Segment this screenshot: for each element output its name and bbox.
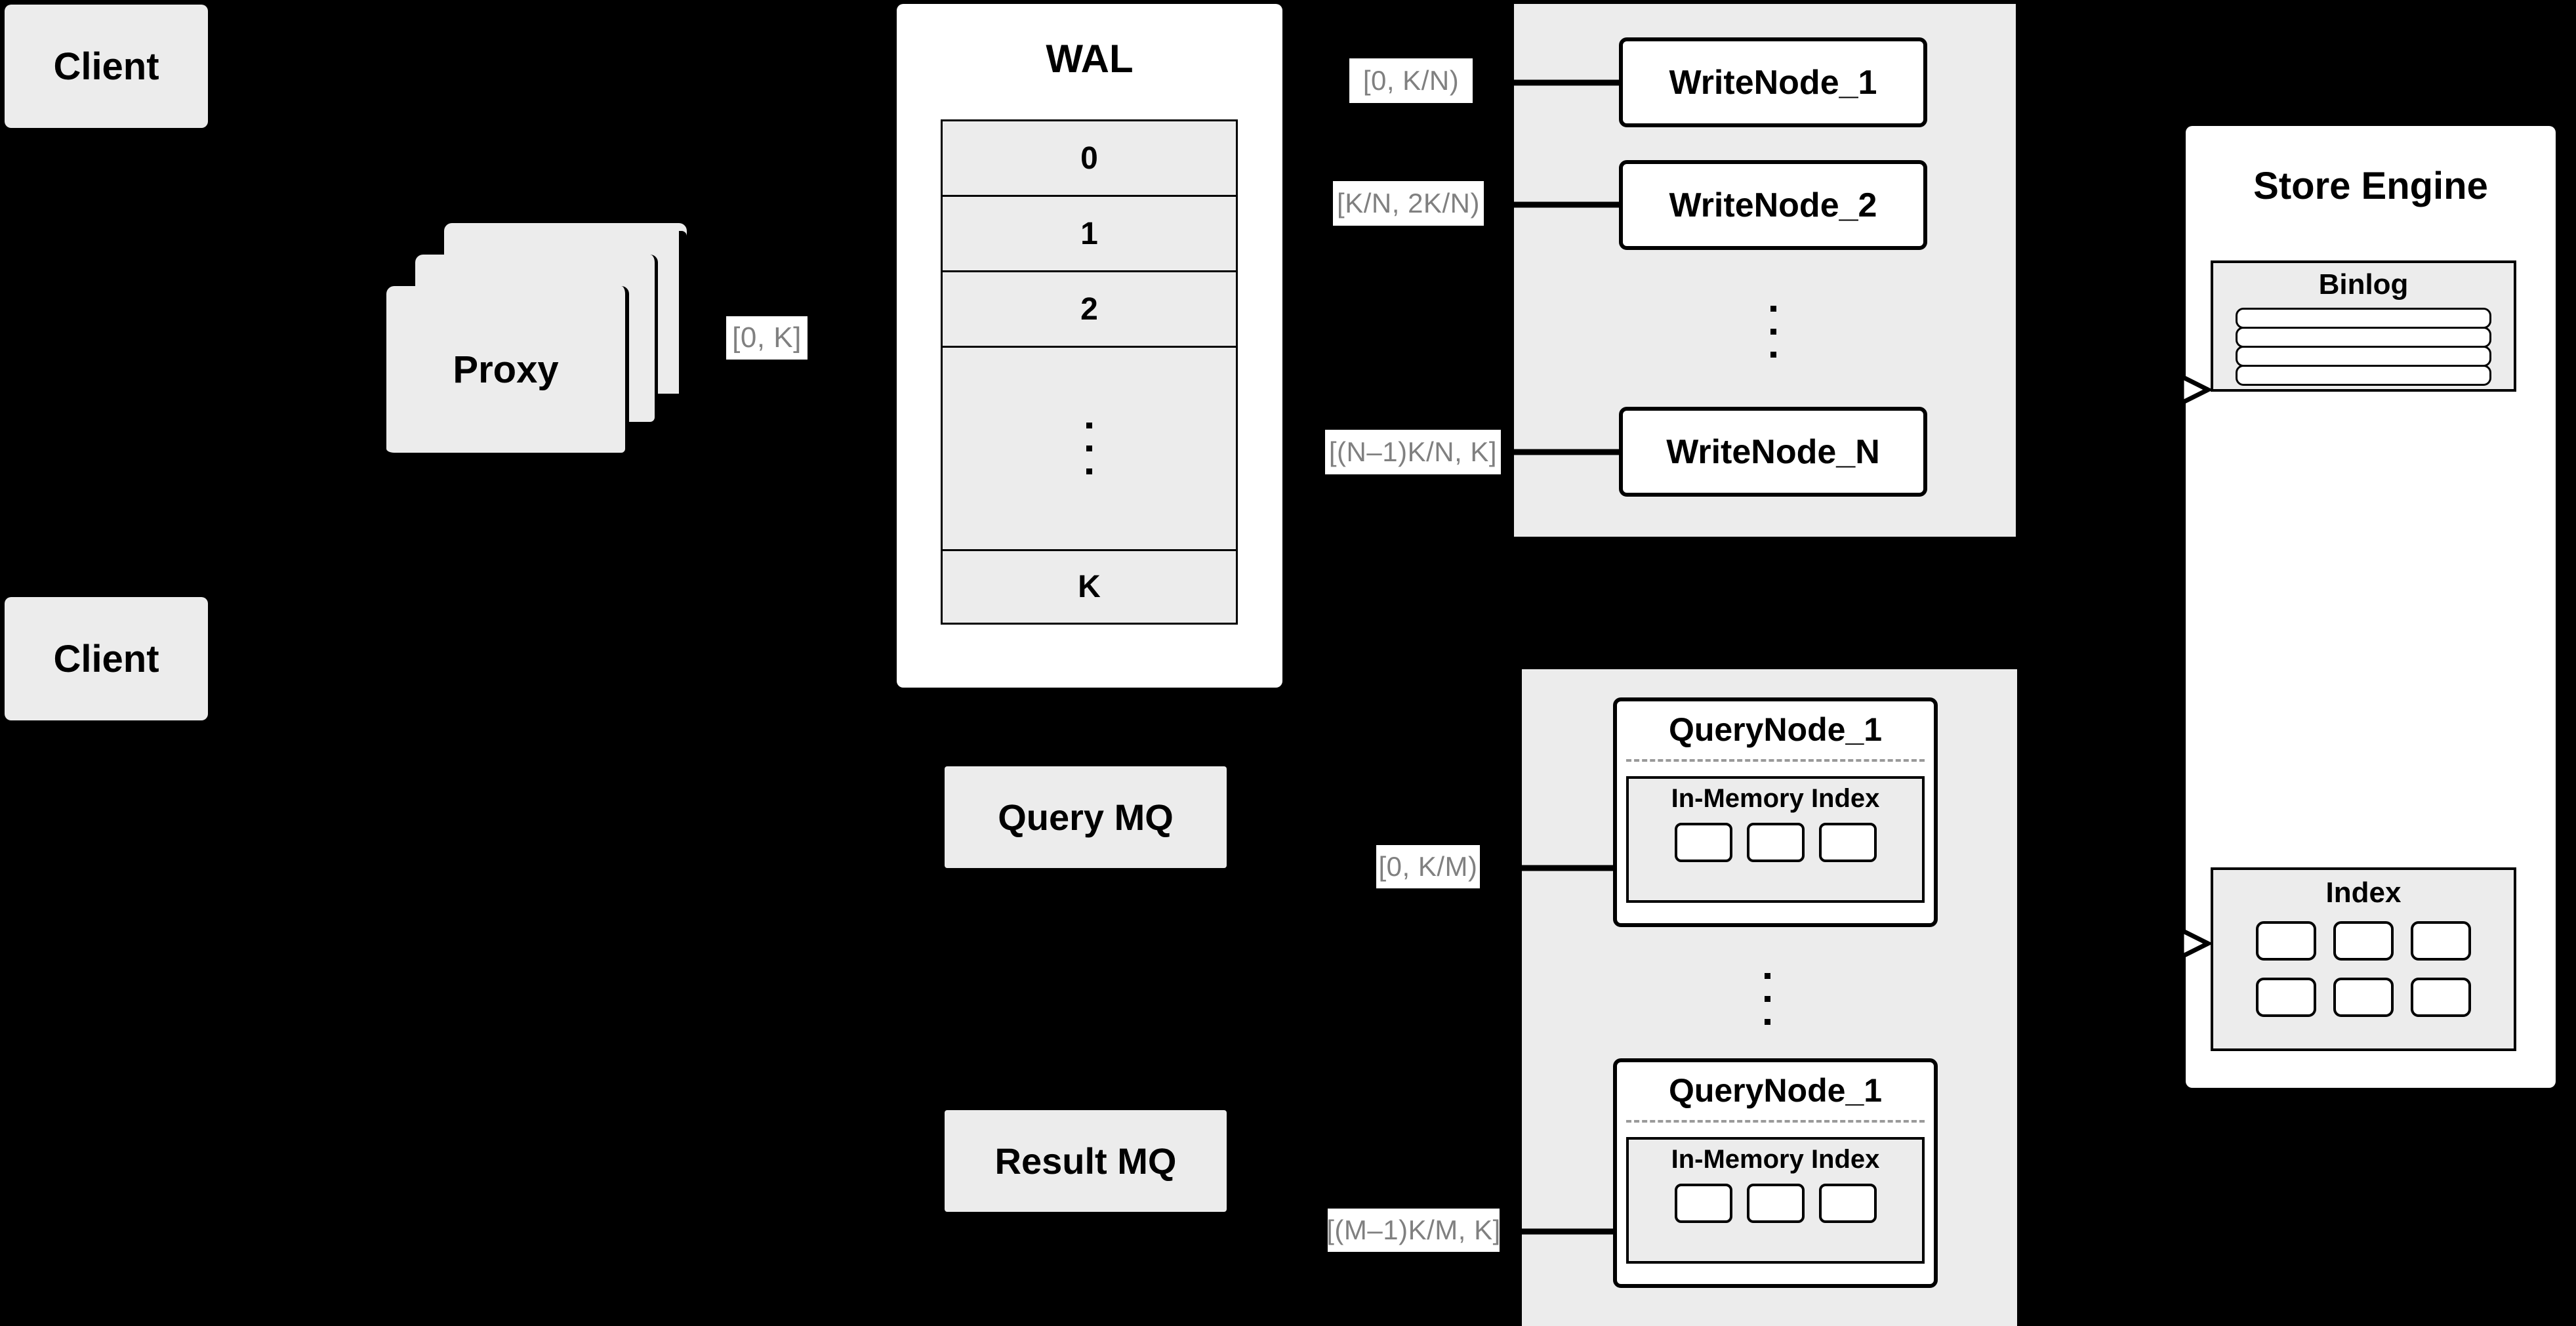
client-label-1: Client xyxy=(53,45,159,88)
query-node-1-chip-2[interactable] xyxy=(1746,823,1805,862)
wal-row-label-k: K xyxy=(1078,570,1101,604)
query-node-m-title-text: QueryNode_1 xyxy=(1668,1072,1883,1109)
query-node-m-index-title: In-Memory Index xyxy=(1671,1145,1880,1174)
query-node-m-range-text: [(M–1)K/M, K] xyxy=(1326,1214,1501,1245)
query-mq-box[interactable]: Query MQ xyxy=(945,766,1227,868)
query-node-m-divider xyxy=(1626,1120,1925,1123)
wal-row-ellipsis xyxy=(941,346,1238,549)
result-mq-label: Result MQ xyxy=(994,1140,1177,1182)
binlog-panel: Binlog xyxy=(2211,260,2516,392)
write-node-n-label: WriteNode_N xyxy=(1666,432,1880,471)
write-node-2-box[interactable]: WriteNode_2 xyxy=(1619,160,1927,250)
write-cluster-ellipsis xyxy=(1765,276,1782,387)
query-node-m-chip-2[interactable] xyxy=(1746,1184,1805,1223)
binlog-title: Binlog xyxy=(2319,268,2409,301)
query-node-1-chip-row xyxy=(1674,823,1877,862)
query-node-m-chip-3[interactable] xyxy=(1818,1184,1877,1223)
query-node-1-index-title-text: In-Memory Index xyxy=(1671,784,1880,813)
query-node-1-index-title: In-Memory Index xyxy=(1671,784,1880,814)
store-index-cell-2[interactable] xyxy=(2333,921,2394,961)
query-node-1-chip-3[interactable] xyxy=(1818,823,1877,862)
query-mq-label: Query MQ xyxy=(998,797,1174,838)
result-mq-box[interactable]: Result MQ xyxy=(945,1110,1227,1212)
write-node-n-range-text: [(N–1)K/N, K] xyxy=(1328,436,1498,467)
write-node-1-range-label: [0, K/N) xyxy=(1349,58,1473,103)
store-index-title-text: Index xyxy=(2325,877,2402,909)
write-node-2-range-text: [K/N, 2K/N) xyxy=(1337,188,1480,218)
query-node-1-range-label: [0, K/M) xyxy=(1376,845,1480,888)
write-node-1-label: WriteNode_1 xyxy=(1669,63,1877,102)
query-node-m-box[interactable]: QueryNode_1 In-Memory Index xyxy=(1613,1058,1938,1288)
query-node-1-divider xyxy=(1626,759,1925,762)
query-node-m-chip-row xyxy=(1674,1184,1877,1223)
store-engine-title-text: Store Engine xyxy=(2253,165,2488,207)
wal-row-1: 1 xyxy=(941,195,1238,270)
query-node-m-range-label: [(M–1)K/M, K] xyxy=(1326,1209,1501,1252)
query-node-1-chip-1[interactable] xyxy=(1674,823,1732,862)
write-node-1-range-text: [0, K/N) xyxy=(1362,65,1460,96)
query-node-m-title: QueryNode_1 xyxy=(1617,1071,1934,1109)
store-index-panel: Index xyxy=(2211,867,2516,1051)
query-node-1-inmemory-index: In-Memory Index xyxy=(1626,776,1925,903)
wal-row-label-1: 1 xyxy=(1080,216,1098,251)
wal-row-2: 2 xyxy=(941,270,1238,346)
query-node-m-chip-1[interactable] xyxy=(1674,1184,1732,1223)
query-node-1-title-text: QueryNode_1 xyxy=(1668,711,1883,748)
proxy-label: Proxy xyxy=(453,348,559,391)
query-node-1-range-text: [0, K/M) xyxy=(1378,851,1478,882)
client-box-2[interactable]: Client xyxy=(5,597,208,720)
store-index-cell-6[interactable] xyxy=(2411,978,2471,1017)
write-node-n-range-label: [(N–1)K/N, K] xyxy=(1325,430,1501,474)
binlog-title-text: Binlog xyxy=(2318,268,2409,300)
binlog-bar-4 xyxy=(2236,365,2491,386)
binlog-input-arrow xyxy=(2145,373,2213,407)
wal-row-0: 0 xyxy=(941,119,1238,195)
wal-ellipsis-dots xyxy=(1086,423,1092,474)
wal-title-text: WAL xyxy=(1046,37,1134,81)
query-node-m-inmemory-index: In-Memory Index xyxy=(1626,1137,1925,1264)
store-index-cell-4[interactable] xyxy=(2256,978,2316,1017)
proxy-range-text: [0, K] xyxy=(732,321,802,354)
binlog-bar-3 xyxy=(2236,346,2491,367)
client-label-2: Client xyxy=(53,637,159,680)
query-node-1-title: QueryNode_1 xyxy=(1617,711,1934,749)
store-index-cell-5[interactable] xyxy=(2333,978,2394,1017)
wal-row-label-2: 2 xyxy=(1080,291,1098,327)
write-node-1-box[interactable]: WriteNode_1 xyxy=(1619,37,1927,127)
store-index-grid xyxy=(2256,921,2471,1017)
query-cluster-ellipsis xyxy=(1759,943,1776,1054)
query-node-m-index-title-text: In-Memory Index xyxy=(1671,1145,1880,1174)
write-node-2-range-label: [K/N, 2K/N) xyxy=(1333,181,1484,226)
binlog-bars xyxy=(2236,308,2491,386)
store-engine-title: Store Engine xyxy=(2186,164,2556,208)
binlog-bar-1 xyxy=(2236,308,2491,329)
store-index-input-arrow xyxy=(2145,926,2213,961)
store-index-cell-1[interactable] xyxy=(2256,921,2316,961)
store-index-cell-3[interactable] xyxy=(2411,921,2471,961)
client-box-1[interactable]: Client xyxy=(5,5,208,128)
binlog-bar-2 xyxy=(2236,327,2491,348)
store-index-title: Index xyxy=(2326,877,2402,909)
write-node-2-label: WriteNode_2 xyxy=(1669,186,1877,224)
query-node-1-box[interactable]: QueryNode_1 In-Memory Index xyxy=(1613,697,1938,927)
wal-title: WAL xyxy=(897,36,1282,81)
proxy-range-label: [0, K] xyxy=(726,316,808,360)
wal-row-k: K xyxy=(941,549,1238,625)
proxy-card-back-shadow xyxy=(679,231,687,395)
proxy-card-front[interactable]: Proxy xyxy=(386,286,629,457)
write-node-n-box[interactable]: WriteNode_N xyxy=(1619,407,1927,497)
wal-row-label-0: 0 xyxy=(1080,140,1098,176)
